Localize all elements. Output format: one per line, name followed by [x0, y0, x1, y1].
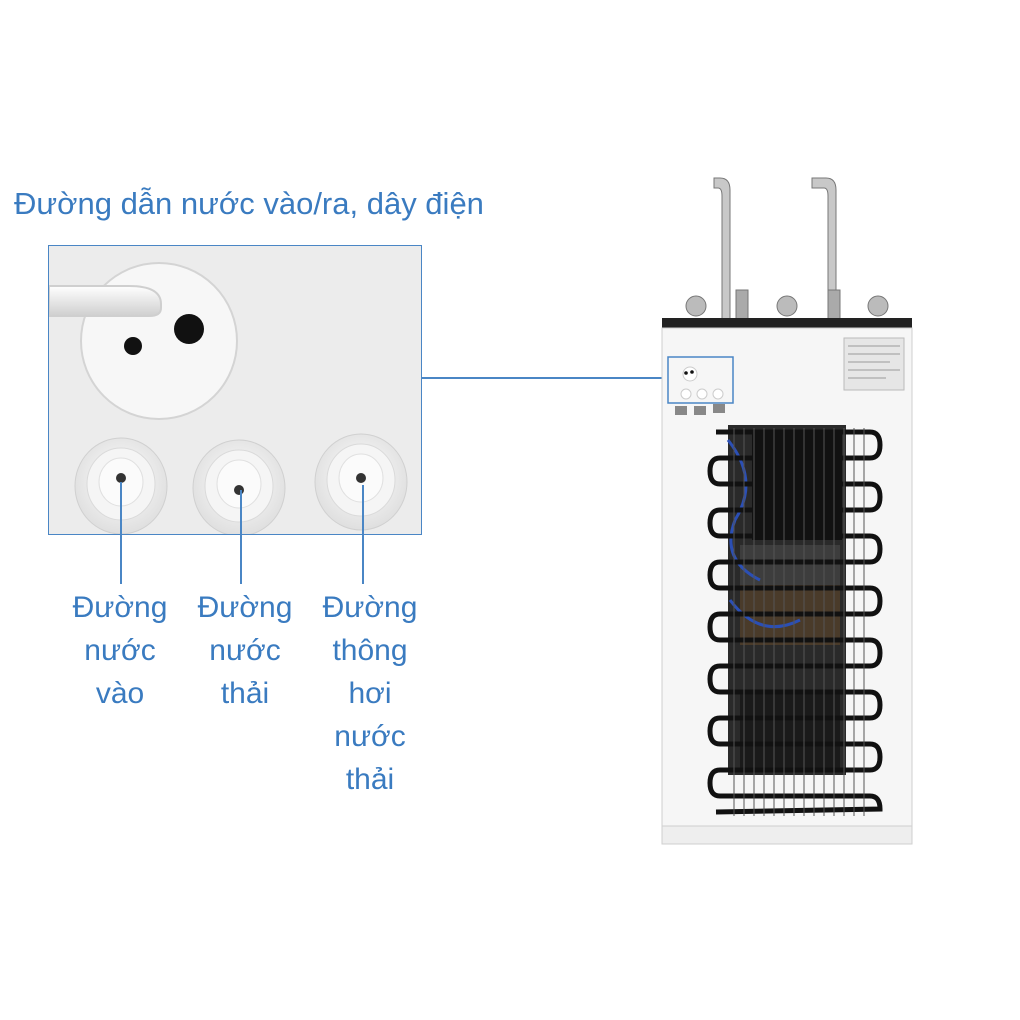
power-cable	[49, 285, 162, 317]
closeup-inset	[48, 245, 422, 535]
vent-pointer	[362, 485, 364, 584]
connector-line	[422, 377, 668, 379]
spec-label	[843, 337, 905, 391]
power-cable-hole	[174, 314, 204, 344]
waste-pointer	[240, 490, 242, 584]
small-hole	[124, 337, 142, 355]
heading: Đường dẫn nước vào/ra, dây điện	[14, 186, 484, 221]
inlet-pointer	[120, 482, 122, 584]
waste-fitting	[192, 439, 286, 534]
condenser-wires	[733, 428, 865, 816]
vent-fitting	[314, 433, 408, 531]
ports-highlight	[667, 356, 734, 404]
closeup-illustration	[49, 246, 421, 534]
taps	[685, 177, 889, 321]
rear-compartment	[728, 425, 846, 775]
condenser-coil	[707, 429, 883, 815]
top-cap	[662, 318, 912, 328]
cabinet-body	[661, 327, 913, 839]
